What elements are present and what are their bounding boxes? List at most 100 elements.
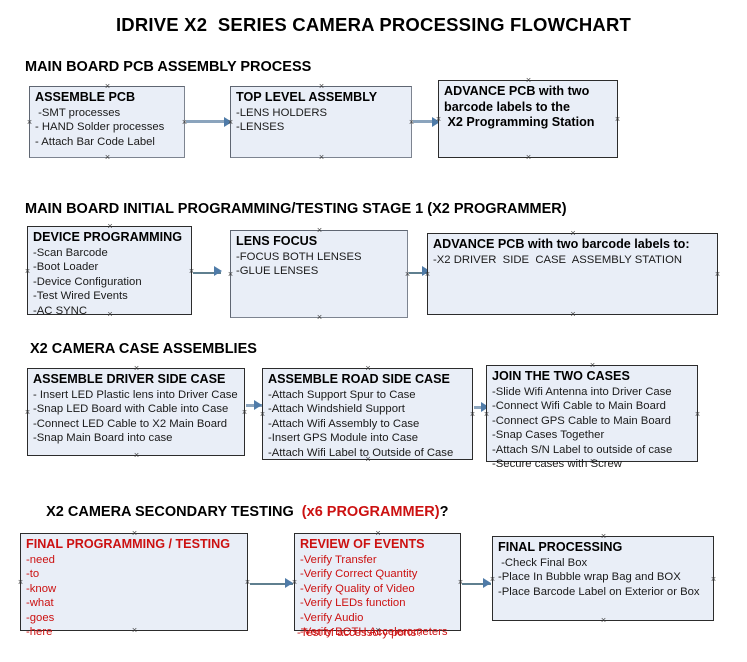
resize-handle-top[interactable] [131, 530, 138, 537]
section-heading-text: X2 CAMERA SECONDARY TESTING [46, 504, 302, 520]
box-lens-focus[interactable]: LENS FOCUS -FOCUS BOTH LENSES -GLUE LENS… [230, 230, 408, 318]
box-line: -Verify Audio [300, 611, 364, 624]
resize-handle-bottom[interactable] [570, 311, 577, 318]
box-line: -Verify Transfer [300, 553, 377, 566]
section-heading-main-board-initial-programming: MAIN BOARD INITIAL PROGRAMMING/TESTING S… [25, 201, 567, 217]
resize-handle-right[interactable] [241, 409, 248, 416]
resize-handle-bottom[interactable] [104, 154, 111, 161]
box-line: -Check Final Box [498, 556, 588, 569]
box-line: -FOCUS BOTH LENSES [236, 250, 362, 263]
box-line: -LENS HOLDERS [236, 106, 328, 119]
resize-handle-left[interactable] [259, 411, 266, 418]
resize-handle-right[interactable] [469, 411, 476, 418]
box-title-line2: barcode labels to the [444, 99, 570, 114]
box-line: -Boot Loader [33, 261, 99, 274]
box-final-processing[interactable]: FINAL PROCESSING -Check Final Box -Place… [492, 536, 714, 621]
resize-handle-top[interactable] [375, 530, 382, 537]
section-heading-accent: (x6 PROGRAMMER) [301, 504, 440, 520]
arrowhead-icon [254, 400, 262, 410]
box-review-of-events[interactable]: REVIEW OF EVENTS -Verify Transfer -Verif… [291, 530, 461, 638]
resize-handle-top[interactable] [318, 83, 325, 90]
resize-handle-top[interactable] [600, 533, 607, 540]
resize-handle-left[interactable] [227, 271, 234, 278]
box-title: ADVANCE PCB with two [444, 84, 590, 98]
resize-handle-bottom[interactable] [365, 456, 372, 463]
resize-handle-left[interactable] [435, 116, 442, 123]
box-final-programming-testing[interactable]: FINAL PROGRAMMING / TESTING -need -to -k… [17, 530, 248, 638]
resize-handle-right[interactable] [710, 576, 717, 583]
resize-handle-left[interactable] [227, 119, 234, 126]
box-join-the-two-cases[interactable]: JOIN THE TWO CASES -Slide Wifi Antenna i… [483, 362, 701, 470]
resize-handle-top[interactable] [107, 223, 114, 230]
resize-handle-bottom[interactable] [525, 154, 532, 161]
resize-handle-right[interactable] [614, 116, 621, 123]
resize-handle-left[interactable] [26, 119, 33, 126]
resize-handle-left[interactable] [24, 409, 31, 416]
box-line: -here [26, 626, 53, 639]
box-title: JOIN THE TWO CASES [492, 369, 630, 383]
resize-handle-top[interactable] [365, 365, 372, 372]
arrowhead-icon [483, 578, 491, 588]
box-line: -Device Configuration [33, 275, 142, 288]
box-line: -Attach Support Spur to Case [268, 388, 416, 401]
box-line: -Verify Quality of Video [300, 582, 415, 595]
box-line: -Attach Wifi Label to Outside of Case [268, 446, 454, 459]
box-title: DEVICE PROGRAMMING [33, 230, 183, 244]
resize-handle-top[interactable] [589, 362, 596, 369]
resize-handle-top[interactable] [133, 365, 140, 372]
box-title: FINAL PROCESSING [498, 540, 623, 554]
box-line: -AC SYNC [33, 304, 87, 317]
box-line: -Connect Wifi Cable to Main Board [492, 400, 666, 413]
box-advance-pcb-programming-station[interactable]: ADVANCE PCB with two barcode labels to t… [438, 80, 618, 158]
box-device-programming[interactable]: DEVICE PROGRAMMING -Scan Barcode -Boot L… [24, 223, 192, 318]
box-title: LENS FOCUS [236, 234, 318, 248]
resize-handle-left[interactable] [424, 271, 431, 278]
resize-handle-left[interactable] [489, 576, 496, 583]
resize-handle-bottom[interactable] [589, 458, 596, 465]
resize-handle-left[interactable] [24, 268, 31, 275]
resize-handle-left[interactable] [483, 411, 490, 418]
box-line: -what [26, 597, 54, 610]
resize-handle-left[interactable] [17, 579, 24, 586]
box-title-line3: X2 Programming Station [444, 115, 595, 130]
section-heading-main-board-pcb-assembly: MAIN BOARD PCB ASSEMBLY PROCESS [25, 59, 312, 75]
box-assemble-pcb[interactable]: ASSEMBLE PCB -SMT processes - HAND Solde… [29, 86, 185, 158]
box-line: -Snap Main Board into case [33, 432, 173, 445]
box-assemble-road-side-case[interactable]: ASSEMBLE ROAD SIDE CASE -Attach Support … [262, 368, 473, 460]
box-advance-pcb-driver-case-station[interactable]: ADVANCE PCB with two barcode labels to: … [427, 233, 718, 315]
box-line: -Attach Windshield Support [268, 403, 405, 416]
box-title: FINAL PROGRAMMING / TESTING [26, 537, 231, 551]
box-line: -Attach S/N Label to outside of case [492, 443, 673, 456]
resize-handle-top[interactable] [104, 83, 111, 90]
box-line: -Attach Wifi Assembly to Case [268, 417, 420, 430]
connector-final-programming-to-review-events [250, 583, 293, 585]
box-line: -SMT processes [35, 106, 121, 119]
box-line: -to [26, 568, 40, 581]
resize-handle-top[interactable] [570, 230, 577, 237]
box-top-level-assembly[interactable]: TOP LEVEL ASSEMBLY -LENS HOLDERS -LENSES [230, 86, 412, 158]
box-line: -goes [26, 611, 55, 624]
resize-handle-bottom[interactable] [600, 617, 607, 624]
connector-device-programming-to-lens-focus [193, 272, 221, 274]
connector-top-level-to-advance-pcb [413, 120, 436, 123]
connector-review-events-to-final-processing [462, 583, 491, 585]
section-heading-tail: ? [439, 504, 449, 520]
resize-handle-bottom[interactable] [318, 154, 325, 161]
resize-handle-right[interactable] [694, 411, 701, 418]
resize-handle-bottom[interactable] [107, 311, 114, 318]
resize-handle-top[interactable] [525, 77, 532, 84]
box-line: -Slide Wifi Antenna into Driver Case [492, 385, 672, 398]
resize-handle-bottom[interactable] [133, 452, 140, 459]
box-title: ASSEMBLE ROAD SIDE CASE [268, 372, 450, 386]
box-title: ADVANCE PCB with two barcode labels to: [433, 237, 690, 251]
arrowhead-icon [214, 266, 222, 276]
box-line: - HAND Solder processes [35, 121, 165, 134]
box-line: -Insert GPS Module into Case [268, 432, 419, 445]
resize-handle-top[interactable] [316, 227, 323, 234]
resize-handle-right[interactable] [714, 271, 721, 278]
resize-handle-bottom[interactable] [316, 314, 323, 321]
resize-handle-left[interactable] [291, 579, 298, 586]
resize-handle-bottom[interactable] [131, 627, 138, 634]
box-line: -Snap LED Board with Cable into Case [33, 403, 229, 416]
box-assemble-driver-side-case[interactable]: ASSEMBLE DRIVER SIDE CASE - Insert LED P… [27, 368, 245, 456]
